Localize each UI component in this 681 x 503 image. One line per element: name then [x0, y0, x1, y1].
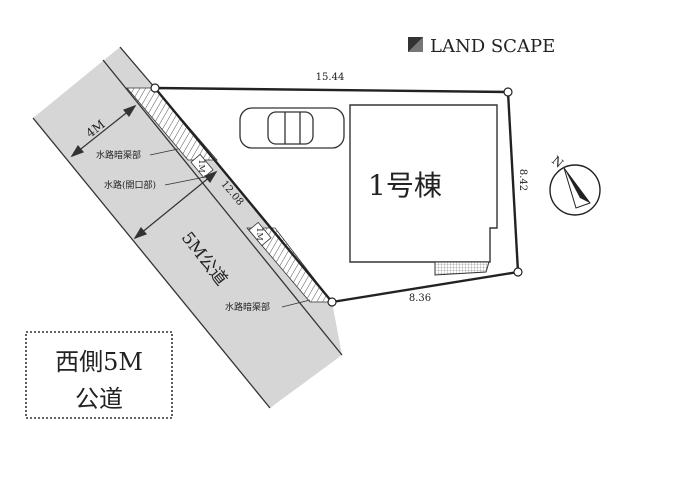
channel-inner-line: [102, 59, 343, 356]
bridge-1m-lower: 1M: [248, 221, 272, 247]
dim-right: 8.42: [517, 169, 528, 191]
brand-logo: LAND SCAPE: [408, 36, 555, 57]
note-line-2: 公道: [75, 385, 123, 413]
corner-marker: [327, 297, 337, 307]
road-right-line: [119, 46, 156, 89]
note-box: [25, 331, 173, 419]
open-channel-label: 水路(開口部): [104, 179, 156, 191]
road-area: [33, 47, 342, 408]
svg-text:1M: 1M: [255, 227, 264, 240]
leader-line: [149, 148, 179, 156]
leader-line: [281, 299, 311, 308]
dim-top: 15.44: [316, 72, 345, 83]
building-1: [349, 104, 498, 263]
corner-marker: [513, 267, 523, 277]
covered-channel-label-2: 水路暗渠部: [225, 301, 270, 313]
road-edge-line: [32, 117, 271, 409]
car-icon: [239, 107, 345, 149]
north-compass-icon: N: [549, 153, 601, 216]
width-arrow-5m: [133, 170, 218, 240]
porch-hatch: [434, 261, 490, 276]
corner-marker: [150, 83, 160, 93]
width-arrow-4m: [70, 104, 137, 158]
covered-channel-upper: [126, 87, 218, 161]
svg-text:LAND SCAPE: LAND SCAPE: [430, 36, 555, 57]
dim-bottom: 8.36: [409, 293, 431, 304]
covered-channel-label: 水路暗渠部: [96, 149, 141, 161]
building-label: 1号棟: [368, 169, 442, 202]
leader-line: [164, 176, 206, 186]
corner-marker: [503, 87, 513, 97]
svg-text:1M: 1M: [197, 159, 206, 172]
note-line-1: 西側5M: [55, 348, 143, 376]
bridge-1m-upper: 1M: [190, 153, 214, 179]
